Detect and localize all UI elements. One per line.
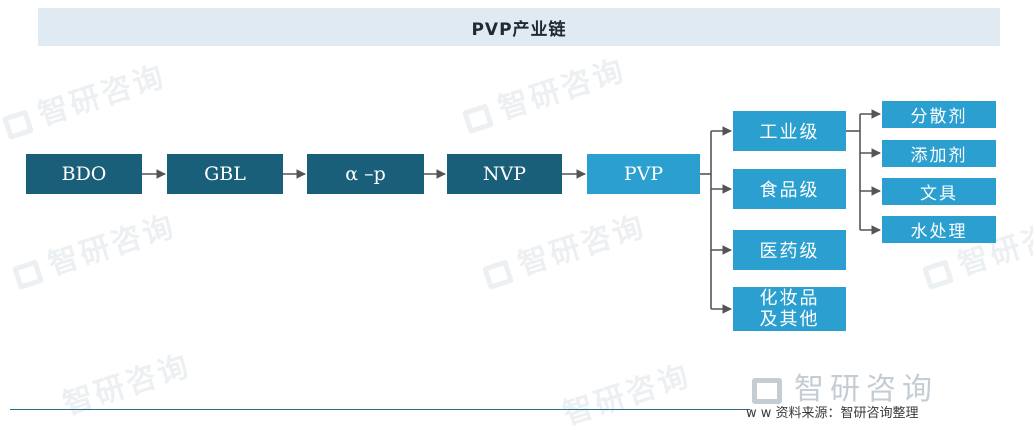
connector-lines — [142, 109, 881, 314]
node-pvp: PVP — [587, 154, 700, 194]
node-water-treatment: 水处理 — [882, 216, 996, 243]
node-dispersant: 分散剂 — [882, 101, 996, 128]
node-gbl: GBL — [167, 154, 283, 194]
node-bdo: BDO — [26, 154, 142, 194]
node-additive: 添加剂 — [882, 140, 996, 167]
node-industrial-grade: 工业级 — [733, 111, 846, 151]
node-alpha-p: α –p — [307, 154, 424, 194]
source-divider — [10, 409, 750, 410]
node-food-grade: 食品级 — [733, 169, 846, 209]
node-pharma-grade: 医药级 — [733, 230, 846, 270]
brand-logo-icon — [752, 377, 782, 404]
node-cosmetic-other: 化妆品及其他 — [733, 287, 846, 331]
node-stationery: 文具 — [882, 178, 996, 205]
title-bar: PVP产业链 — [38, 8, 1000, 46]
source-note: w w 资料来源：智研咨询整理 — [746, 406, 919, 421]
brand-logo: 智研咨询 — [752, 364, 938, 408]
diagram-title: PVP产业链 — [471, 19, 567, 40]
node-nvp: NVP — [447, 154, 562, 194]
